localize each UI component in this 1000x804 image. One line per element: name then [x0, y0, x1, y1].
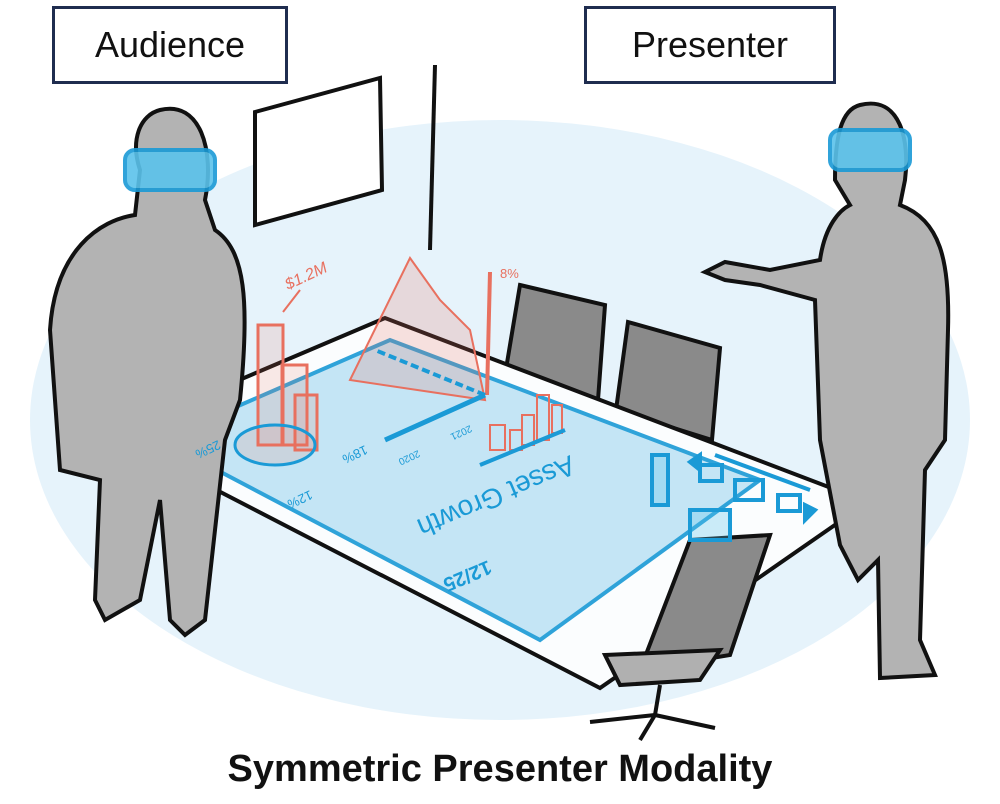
audience-label-text: Audience — [94, 24, 246, 65]
vr-headset-icon — [828, 128, 912, 172]
wall-corner-line — [428, 64, 437, 251]
growth-callout: 8% — [500, 266, 519, 281]
growth-arrow — [485, 271, 492, 396]
axis-arrow — [479, 428, 566, 467]
figure-caption: Symmetric Presenter Modality — [227, 748, 773, 790]
bar-chart-3d — [233, 323, 319, 467]
presenter-label: Presenter — [584, 6, 836, 84]
chair — [589, 532, 773, 742]
audience-label: Audience — [52, 6, 288, 84]
chair — [613, 319, 723, 443]
callout-line — [282, 289, 301, 313]
vr-headset-icon — [123, 148, 217, 192]
hologram-controls — [650, 451, 819, 542]
presenter-label-text: Presenter — [631, 24, 789, 65]
axis-arrow — [383, 392, 487, 443]
axis-arrow — [374, 348, 486, 397]
wall-picture-frame — [253, 75, 385, 228]
area-chart — [348, 256, 487, 402]
